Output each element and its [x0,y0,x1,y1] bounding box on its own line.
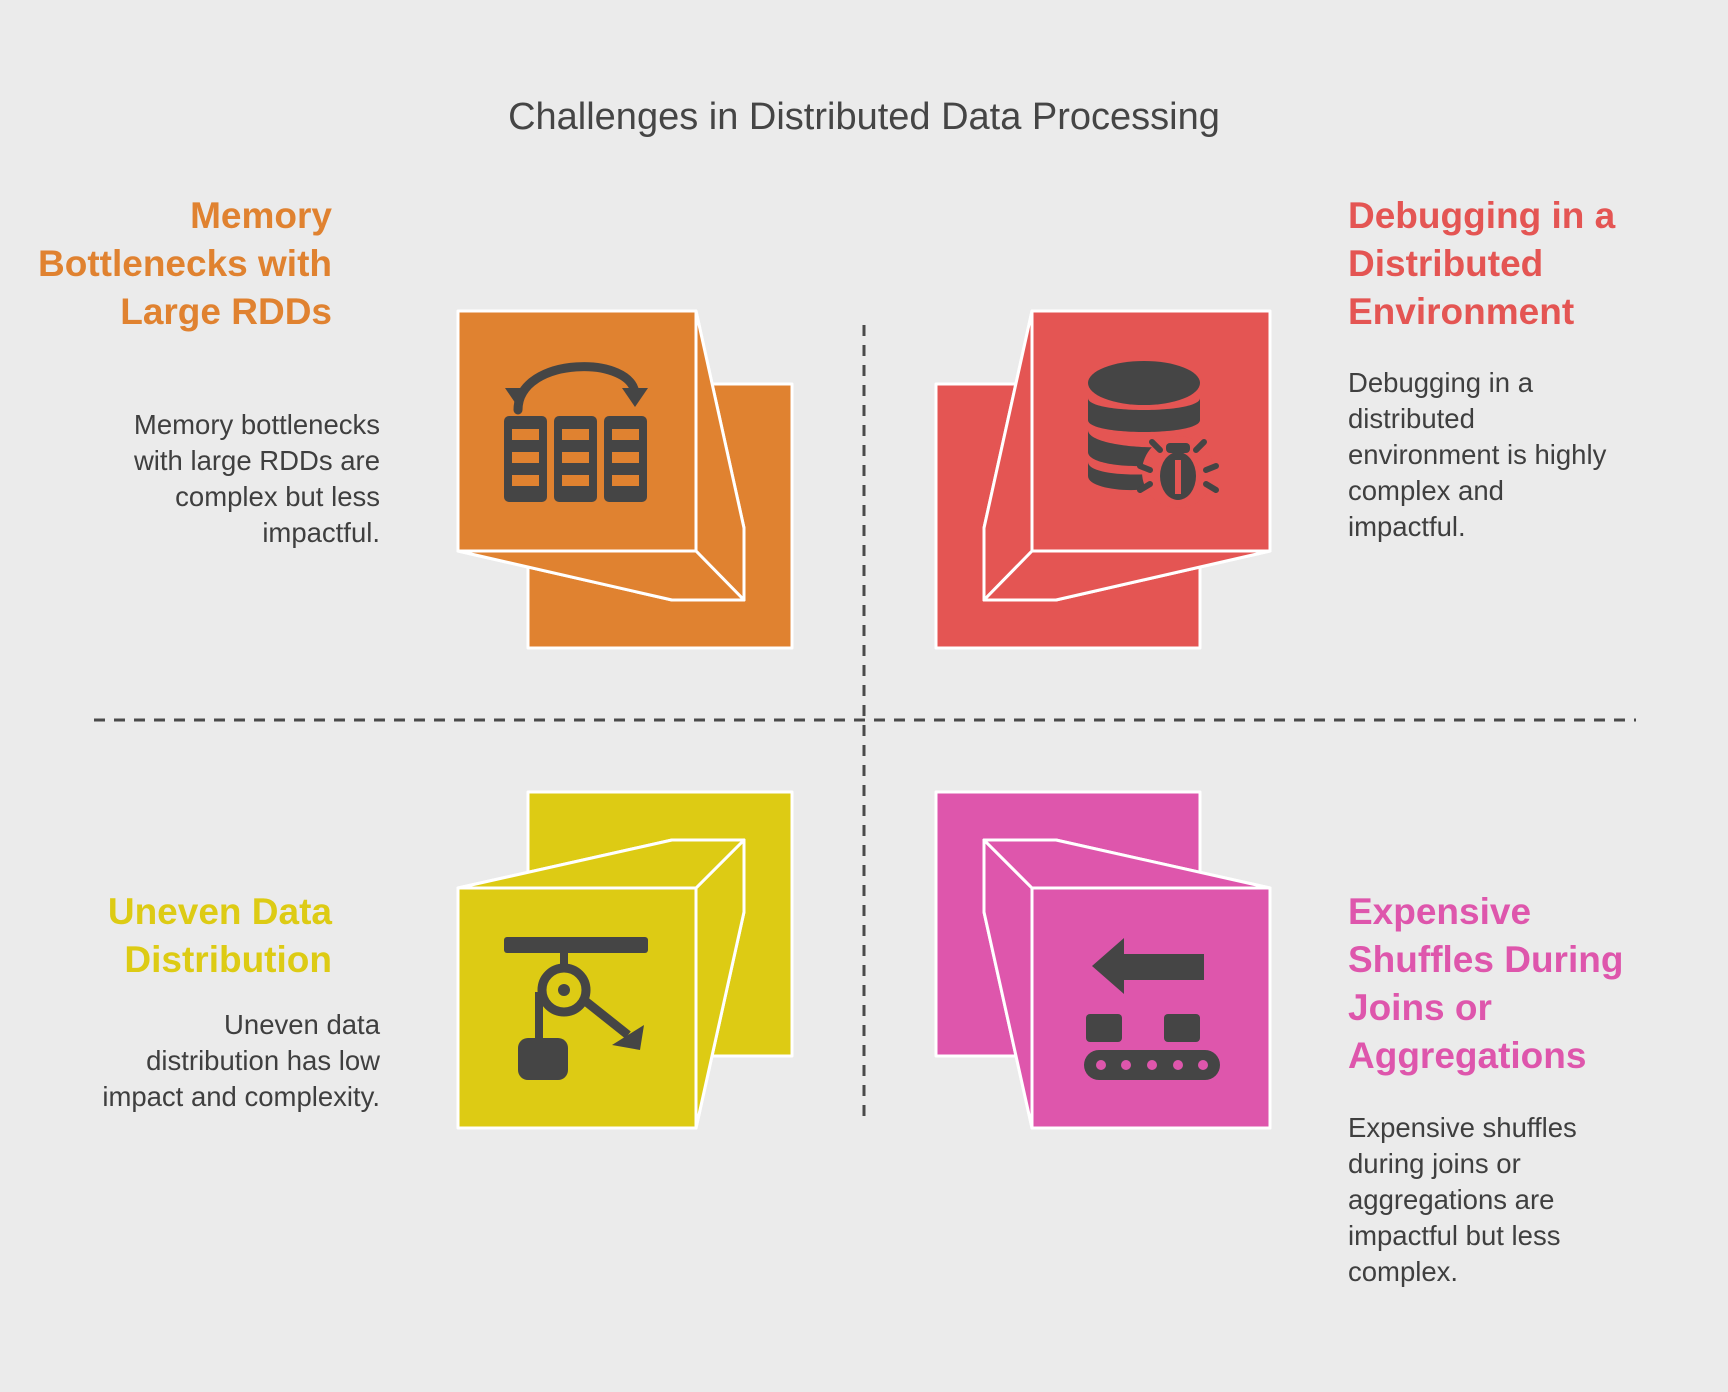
memory-bottlenecks-box [456,309,794,650]
description-uneven-distribution: Uneven data distribution has low impact … [102,1009,380,1112]
heading-debugging: Debugging in a Distributed Environment [1348,195,1616,332]
uneven-distribution-box [456,790,794,1130]
diagram-title: Challenges in Distributed Data Processin… [508,96,1220,138]
heading-expensive-shuffles: Expensive Shuffles During Joins or Aggre… [1348,891,1624,1076]
database-bug-icon [1088,361,1219,508]
description-debugging: Debugging in a distributed environment i… [1348,367,1607,542]
conveyor-arrow-icon [1084,938,1220,1080]
pulley-load-icon [504,937,648,1080]
description-memory-bottlenecks: Memory bottlenecks with large RDDs are c… [133,409,380,548]
heading-uneven-distribution: Uneven Data Distribution [107,891,332,980]
heading-memory-bottlenecks: Memory Bottlenecks with Large RDDs [38,195,332,332]
expensive-shuffles-box [934,790,1272,1130]
description-expensive-shuffles: Expensive shuffles during joins or aggre… [1348,1112,1577,1287]
memory-swap-icon [504,362,648,502]
